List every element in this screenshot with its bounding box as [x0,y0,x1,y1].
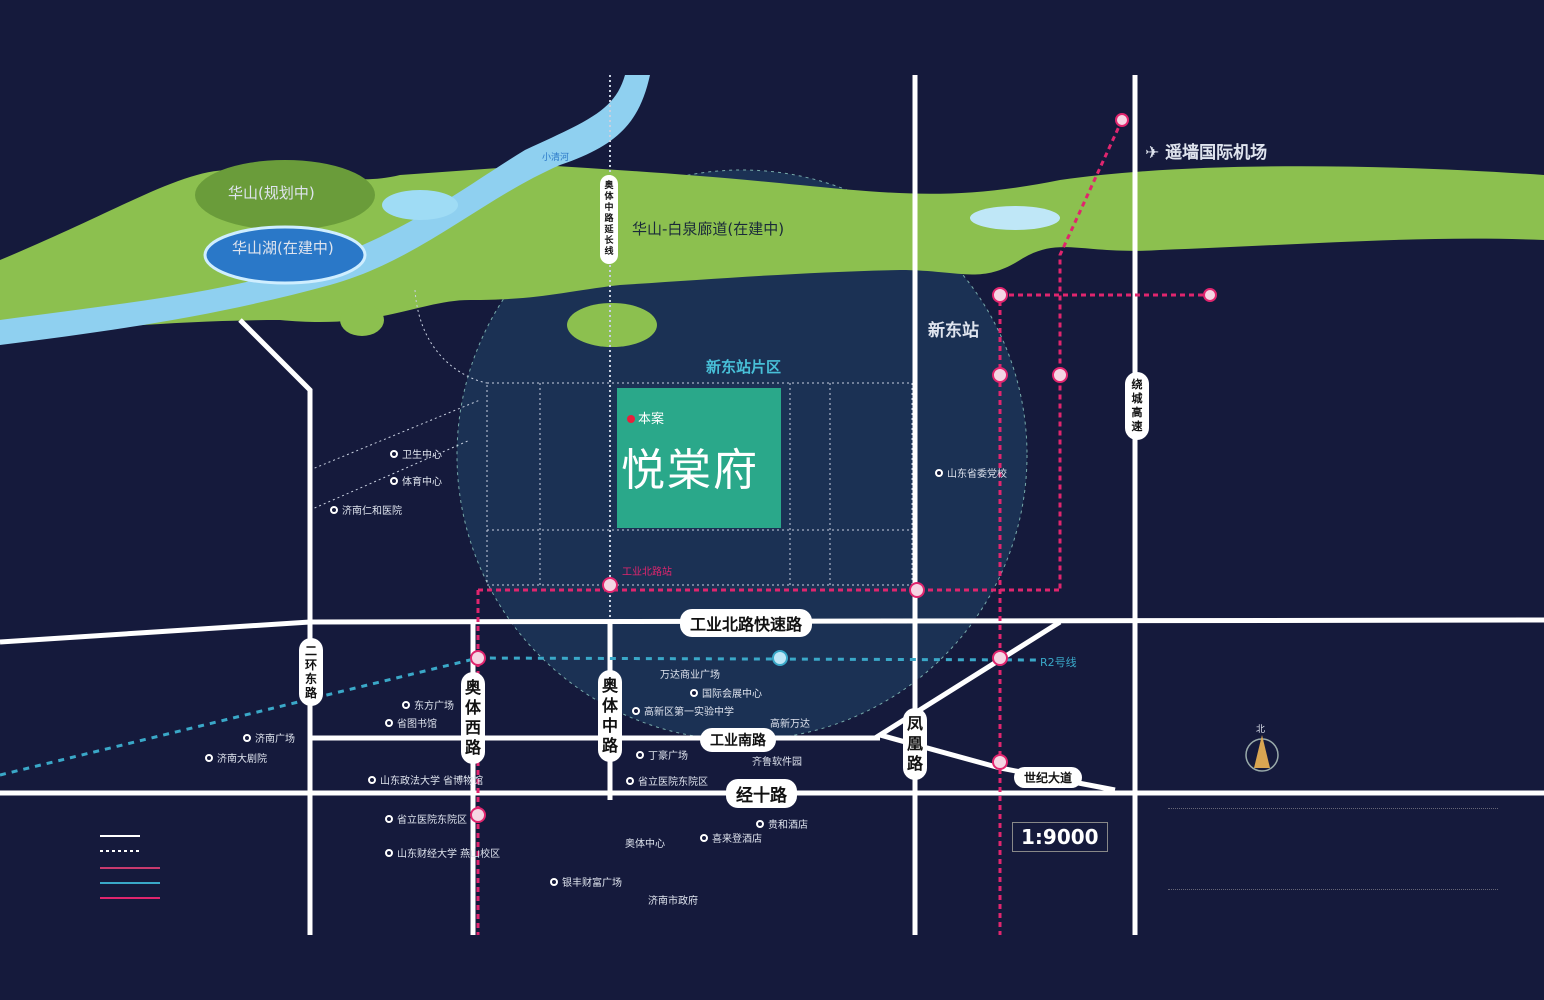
lake-east [970,206,1060,230]
poi[interactable]: 卫生中心 [390,446,442,461]
road-label-shiji: 世纪大道 [1014,767,1083,788]
poi[interactable]: 济南大剧院 [205,750,267,765]
poi[interactable]: 银丰财富广场 [550,874,622,889]
project-tag: 本案 [627,408,664,427]
metro-line-r2: R2号线 [1040,656,1077,669]
project-name: 悦棠府 [621,445,759,496]
park [567,303,657,347]
airport-name: 遥墙国际机场 [1165,143,1268,163]
pond [382,190,458,220]
poi[interactable]: 济南仁和医院 [330,502,402,517]
poi: 齐鲁软件园 [752,757,802,768]
road-label-jingshi: 经十路 [726,779,797,808]
poi[interactable]: 高新区第一实验中学 [632,703,734,718]
poi[interactable]: 体育中心 [390,473,442,488]
poi[interactable]: 山东财经大学 燕山校区 [385,845,500,860]
road-label-fenghuang: 凤凰路 [903,708,927,780]
poi[interactable]: 省立医院东院区 [626,773,708,788]
poi: 奥体中心 [625,839,665,850]
airport-label: ✈ 遥墙国际机场 [1145,138,1267,163]
poi[interactable]: 丁豪广场 [636,747,688,762]
poi[interactable]: 国际会展中心 [690,685,762,700]
metro-station-label: 工业北路站 [622,567,672,578]
block-grid [309,75,913,620]
poi[interactable]: 山东省委党校 [935,465,1007,480]
project-block[interactable]: 本案 悦棠府 [617,388,781,528]
mountain-label: 华山(规划中) [228,184,315,202]
compass-icon [1245,735,1279,772]
road-label-erhuandong: 二环东路 [299,638,323,706]
poi[interactable]: 喜来登酒店 [700,830,762,845]
poi[interactable]: 山东政法大学 省博物馆 [368,772,483,787]
river [0,75,650,345]
poi[interactable]: 贵和酒店 [756,816,808,831]
poi: 济南市政府 [648,896,698,907]
north-label: 北 [1256,725,1266,735]
road-label-aotizhong-ext: 奥体中路延长线 [600,175,618,264]
disclaimer-lines [1168,808,1498,890]
metro-stations [470,113,1217,823]
poi: 高新万达 [770,719,810,730]
road-label-gongyenan: 工业南路 [700,728,776,752]
park-small [340,304,384,336]
legend [100,835,160,899]
poi[interactable]: 东方广场 [402,697,454,712]
lake [203,225,367,285]
airplane-icon: ✈ [1145,143,1160,163]
poi[interactable]: 省立医院东院区 [385,811,467,826]
scale-label: 1:9000 [1012,822,1108,852]
road-label-aotixi: 奥体西路 [461,672,485,764]
poi[interactable]: 省图书馆 [385,715,437,730]
poi[interactable]: 济南广场 [243,730,295,745]
lake-label: 华山湖(在建中) [232,239,334,257]
area-label: 新东站片区 [706,358,782,376]
river-label: 小清河 [542,153,570,163]
road-label-gongyebei: 工业北路快速路 [680,609,813,637]
hill [195,160,375,230]
road-label-aotizhong: 奥体中路 [598,670,622,762]
poi: 万达商业广场 [660,670,720,681]
station-label: 新东站 [928,321,979,341]
road-label-raocheng: 绕城高速 [1125,372,1149,440]
corridor-label: 华山-白泉廊道(在建中) [632,220,785,238]
